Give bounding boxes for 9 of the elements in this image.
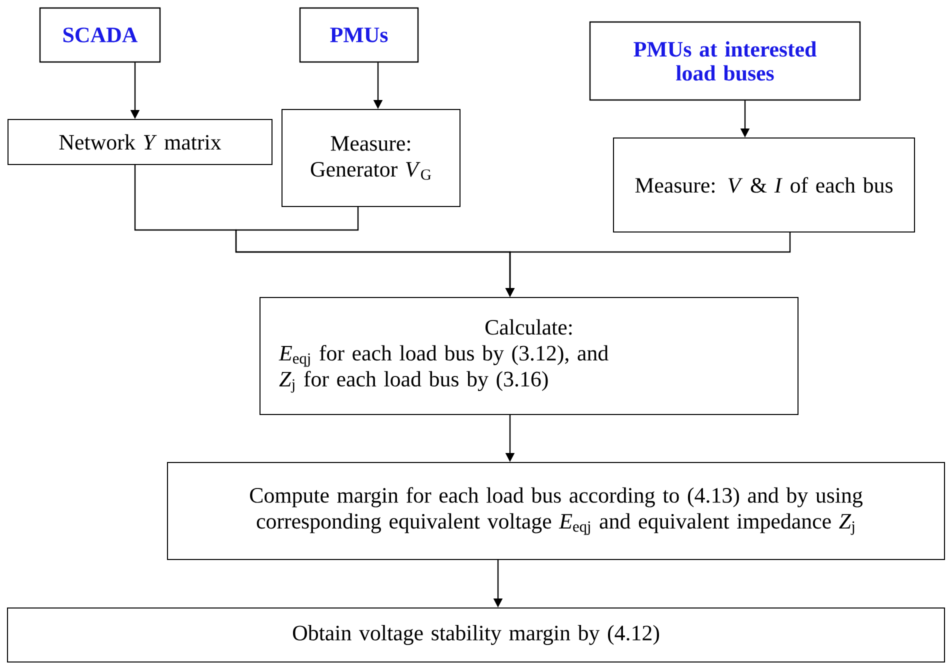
process-box: Measure: Generator V$_{G}$ [282,109,460,207]
process-box: Network Y matrix [8,119,272,165]
process-box: Obtain voltage stability margin by (4.12) [7,608,945,662]
process-box: Calculate: E$_{eqj}$ for each load bus by (3.12), and Z$_{j}$ for each load bus by (3.16) [260,297,798,415]
process-box: Measure: V & I of each bus [613,138,915,232]
source-box: PMUs [299,7,419,63]
source-box: PMUs at interested load buses [589,21,861,101]
source-box: SCADA [39,7,161,63]
process-box: Compute margin for each load bus according to (4.13) and by using corresponding equivalent voltage E$_{eqj}$ and equivalent impedance Z$_{j}$ [167,462,945,560]
